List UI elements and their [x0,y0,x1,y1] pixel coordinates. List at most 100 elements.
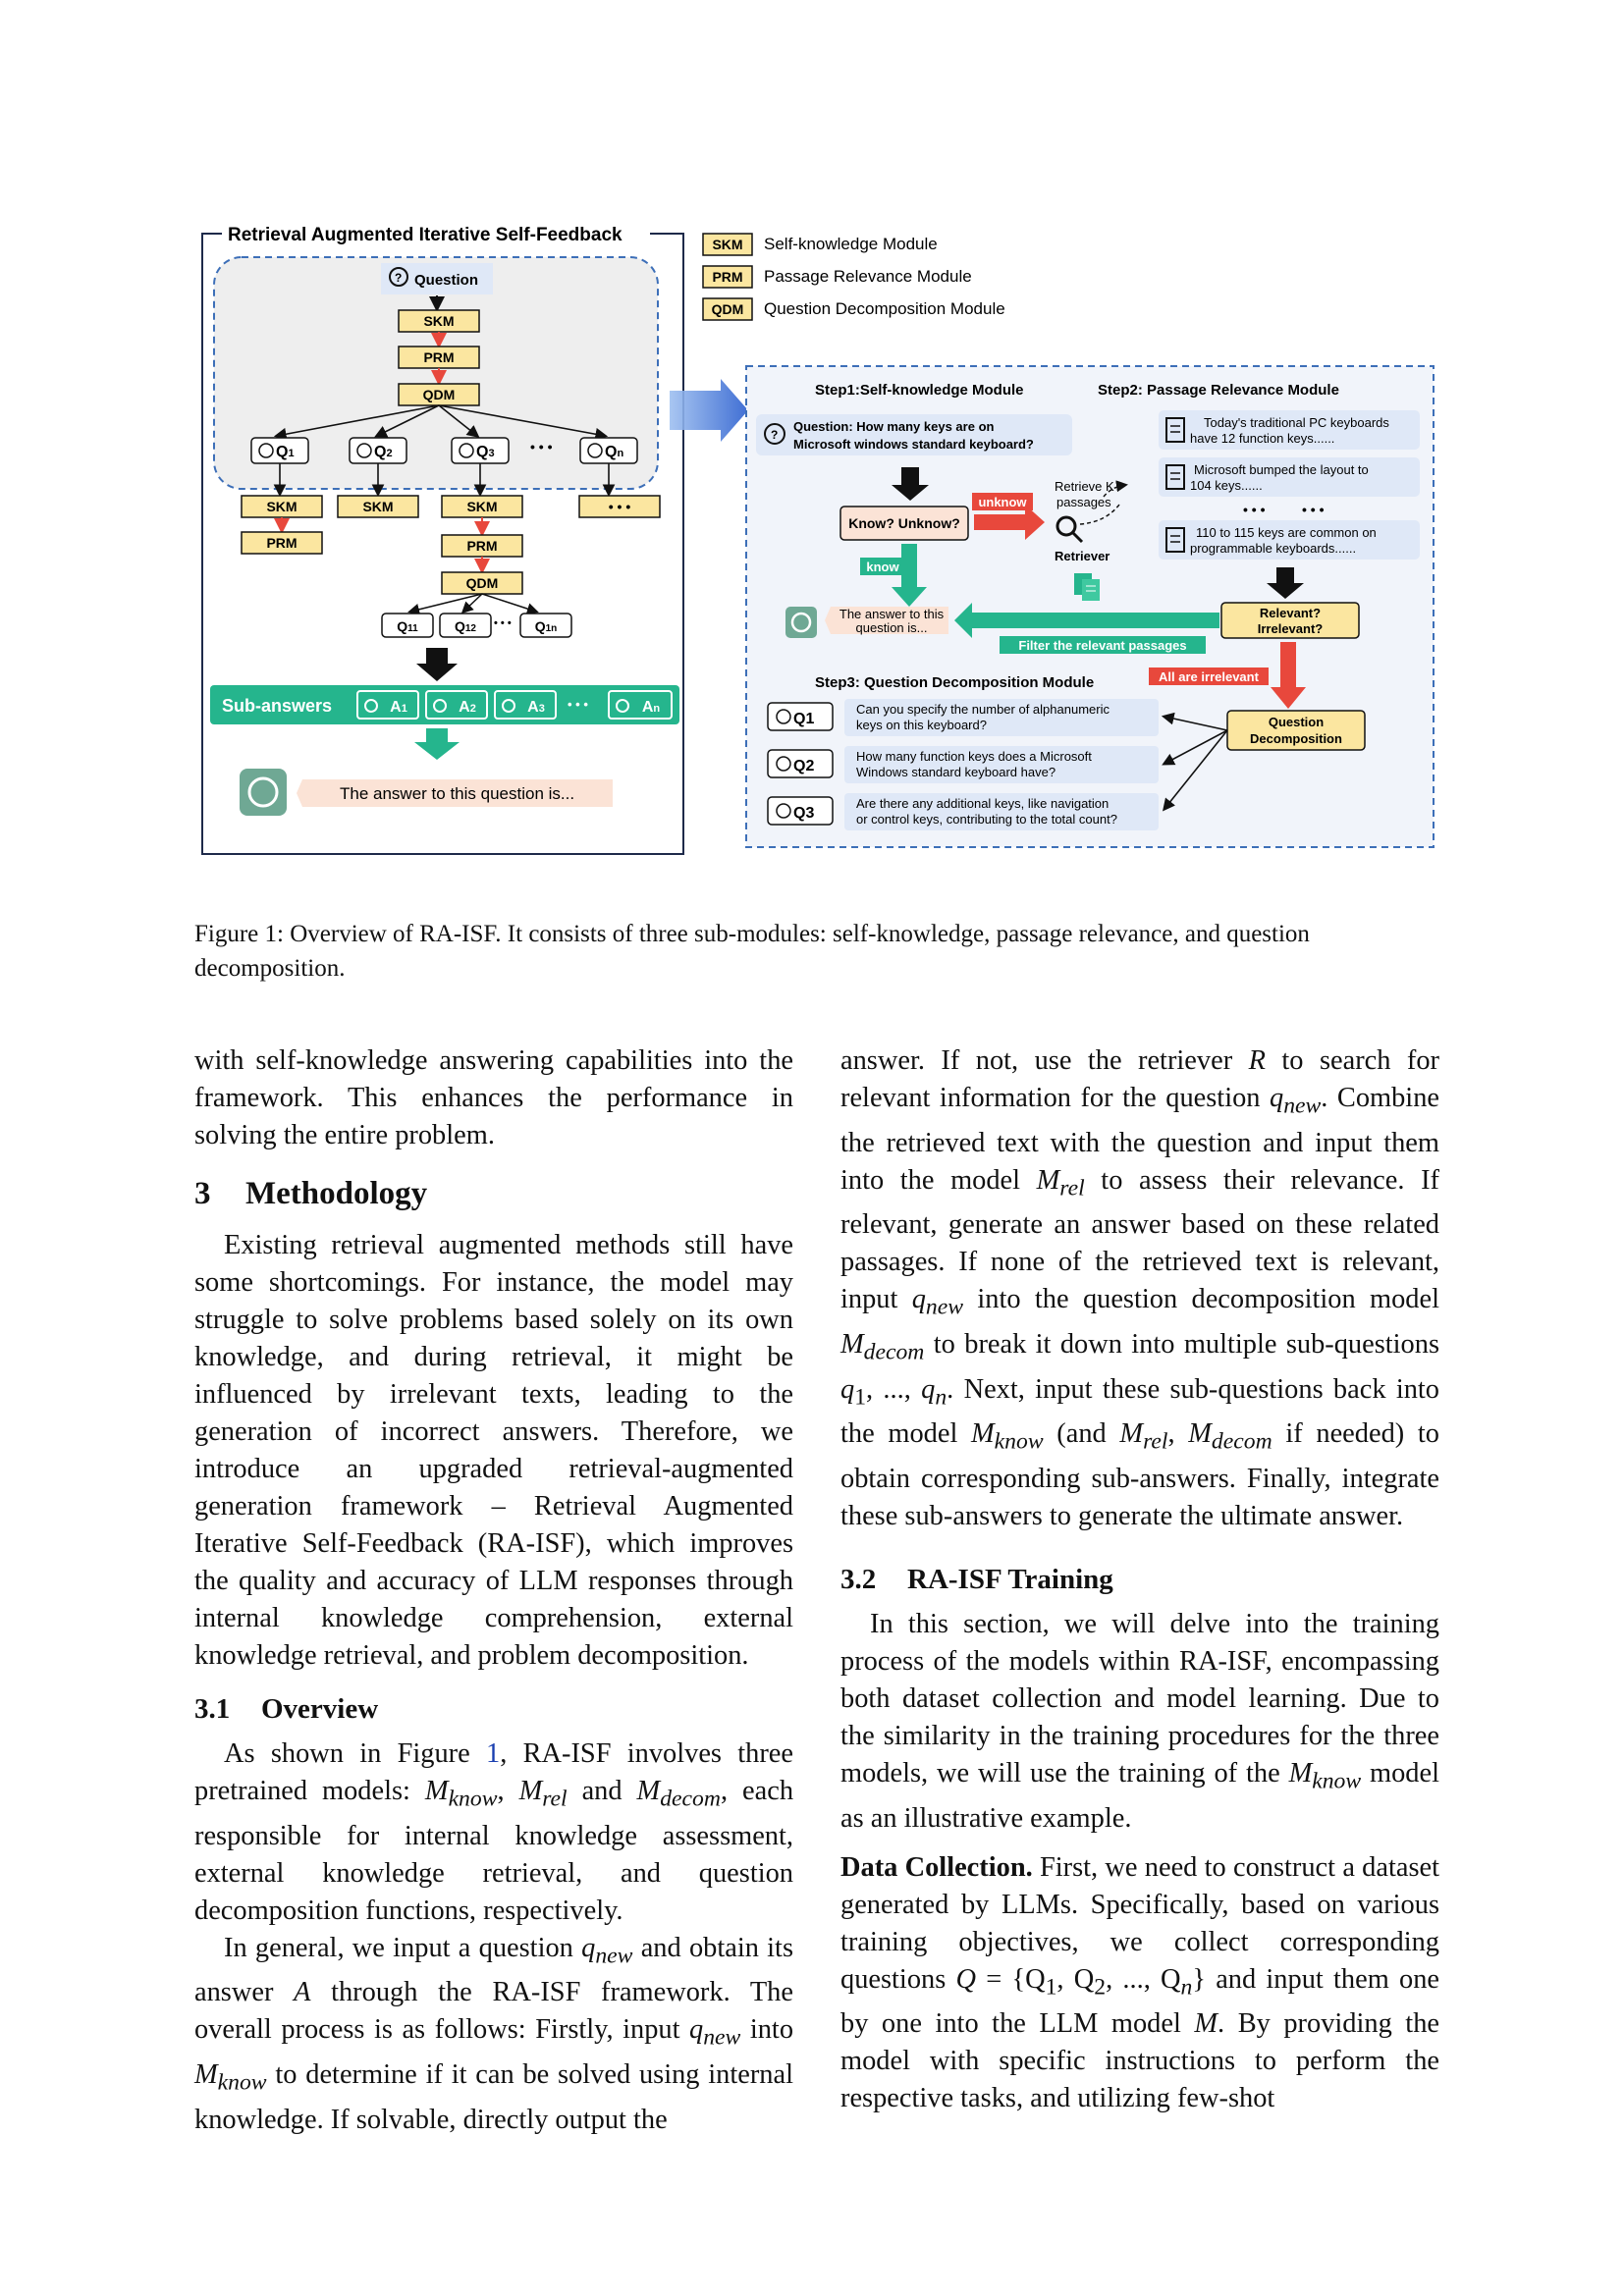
svg-text:SKM: SKM [712,237,742,252]
skm-box [337,495,419,518]
know-arrow-head [892,587,927,607]
svg-text:?: ? [771,428,778,442]
prm-label: PRM [466,538,497,554]
final-answer-text: The answer to this question is... [340,784,574,803]
svg-text:Are there any additional keys,: Are there any additional keys, like navi… [856,796,1109,811]
step3-subquestion-3: Q3 Are there any additional keys, like n… [767,793,1159,830]
answer-a2: A2 [425,690,488,720]
paragraph-data-collection: Data Collection. First, we need to const… [840,1851,1440,2114]
sub-question-q1: Q1 [250,437,309,464]
svg-text:have 12 function keys......: have 12 function keys...... [1190,431,1334,446]
down-arrow-icon [414,728,460,760]
step3-subquestion-1: Q1 Can you specify the number of alphanu… [767,699,1159,736]
svg-text:Question Decomposition Module: Question Decomposition Module [764,299,1005,318]
down-arrow-icon [416,648,458,681]
svg-text:A2: A2 [459,699,476,716]
svg-text:Qn: Qn [605,444,623,460]
svg-text:Q1: Q1 [276,444,295,460]
svg-text:Q12: Q12 [455,618,476,634]
skm-label: SKM [362,499,393,514]
sub-question-q12: Q12 [439,613,492,638]
know-unknow-label: Know? Unknow? [848,515,960,531]
svg-text:Today's traditional PC keyboar: Today's traditional PC keyboards [1204,415,1389,430]
llm-logo-mark [247,776,279,808]
step3-title: Step3: Question Decomposition Module [815,674,1094,691]
svg-text:keys on this keyboard?: keys on this keyboard? [856,718,987,732]
retrieve-k-label: Retrieve K [1055,479,1114,494]
step3-subquestion-2: Q2 How many function keys does a Microso… [767,746,1159,783]
skm-label: SKM [266,499,297,514]
svg-text:110 to 115 keys are common on: 110 to 115 keys are common on [1196,525,1377,540]
question-decomposition-label: Question [1269,715,1324,729]
svg-text:Q2: Q2 [374,444,393,460]
sub-question-q3: Q3 [451,437,510,464]
irrelevant-arrow-head [1271,687,1306,709]
skm-label: SKM [423,313,454,329]
paragraph-overview: As shown in Figure 1, RA-ISF involves th… [194,1738,794,1926]
llm-logo-mark [790,612,812,633]
figure-reference-link[interactable]: 1 [486,1738,501,1769]
qdm-label: QDM [423,387,456,402]
unknow-tag [972,493,1033,510]
dashed-arrow [1079,504,1120,525]
ellipsis: • • • [530,439,553,454]
paragraph-process-continued: answer. If not, use the retriever R to s… [840,1045,1439,1532]
prm-label: PRM [266,535,297,551]
llm-logo-icon [240,769,287,816]
passage-2: Microsoft bumped the layout to 104 keys.… [1159,457,1420,497]
svg-text:programmable keyboards......: programmable keyboards...... [1190,541,1356,556]
sub-question-qn: Qn [579,437,638,464]
paragraph-continued: with self-knowledge answering capabiliti… [194,1045,793,1150]
dashed-arrow [1103,480,1128,498]
svg-text:Q3: Q3 [793,805,814,822]
filter-label: Filter the relevant passages [1018,638,1186,653]
svg-text:QDM: QDM [712,301,744,317]
all-irrelevant-label: All are irrelevant [1159,669,1260,684]
know-unknow-box [839,506,969,541]
llm-logo-icon [785,607,817,638]
sub-question-q11: Q11 [381,613,434,638]
relevant-label: Irrelevant? [1258,621,1324,636]
down-arrows [273,463,616,498]
prm-box [241,531,323,555]
svg-text:A1: A1 [390,699,407,716]
decomposition-arrows [1161,712,1228,812]
step1-answer-text: question is... [856,620,928,635]
lightbulb-icon: ? [389,267,408,287]
filter-arrow [954,603,1219,638]
know-tag [860,558,905,575]
paragraph-training: In this section, we will delve into the … [840,1609,1439,1834]
paragraph-methodology: Existing retrieval augmented methods sti… [194,1230,793,1671]
filter-tag [1000,636,1206,654]
step1-answer-text: The answer to this [839,607,945,621]
ellipsis: • • • [609,499,631,514]
svg-text:104 keys......: 104 keys...... [1190,478,1263,493]
expand-arrow-icon [670,379,748,442]
unknow-arrow [974,505,1045,540]
ellipsis-box [578,495,661,518]
svg-text:Q2: Q2 [793,758,814,774]
svg-text:Microsoft bumped the layout to: Microsoft bumped the layout to [1194,462,1369,477]
svg-text:Q1n: Q1n [535,618,558,634]
know-arrow-shaft [901,544,917,589]
document-stack-icon [1074,573,1100,601]
figure-caption: Figure 1: Overview of RA-ISF. It consist… [194,921,1310,982]
svg-text:An: An [642,699,661,716]
svg-text:Passage Relevance Module: Passage Relevance Module [764,267,972,286]
answer-a1: A1 [356,690,419,720]
retriever-label: Retriever [1055,549,1110,563]
step1-answer-bubble [825,607,948,634]
question-decomposition-label: Decomposition [1250,731,1342,746]
legend: SKM Self-knowledge Module PRM Passage Re… [702,233,1005,321]
svg-text:Q11: Q11 [397,618,418,634]
qdm-label: QDM [466,575,499,591]
question-label: Question [414,272,478,289]
ra-isf-diagram: Retrieval Augmented Iterative Self-Feedb… [201,224,1435,855]
passage-1: Today's traditional PC keyboards have 12… [1159,410,1420,450]
sub-answers-label: Sub-answers [222,696,332,716]
relevant-box [1220,602,1360,639]
down-arrow-icon [1267,567,1304,599]
